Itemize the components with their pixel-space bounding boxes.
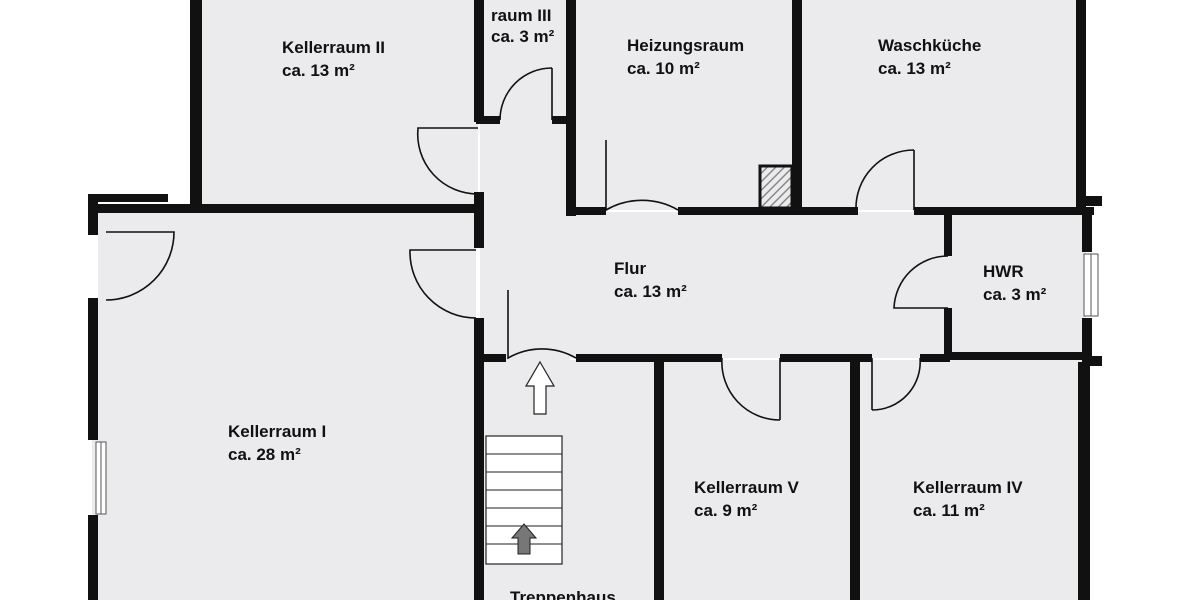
doors	[105, 67, 949, 421]
wall	[780, 354, 872, 362]
door-kellerraum-1-exterior	[105, 231, 175, 301]
floor-waschkueche	[800, 0, 1082, 210]
wall	[566, 0, 576, 216]
wall	[576, 354, 722, 362]
wall	[88, 194, 168, 202]
wall	[1086, 196, 1102, 206]
wall	[944, 308, 952, 356]
wall	[914, 207, 1094, 215]
floor-kellerraum-5	[660, 360, 852, 600]
room-name-flur: Flur	[614, 259, 646, 278]
door-hwr	[893, 255, 949, 309]
room-area-flur: ca. 13 m²	[614, 282, 687, 301]
wall	[792, 0, 802, 214]
room-name-waschkueche: Waschküche	[878, 36, 981, 55]
wall	[474, 318, 484, 600]
room-name-kellerraum-2: Kellerraum II	[282, 38, 385, 57]
windows	[88, 235, 1099, 515]
room-name-kellerraum-5: Kellerraum V	[694, 478, 800, 497]
room-area-kellerraum-1: ca. 28 m²	[228, 445, 301, 464]
chimney-shaft	[758, 164, 794, 210]
floor-kellerraum-1	[92, 212, 476, 600]
floor-kellerraum-3	[480, 0, 568, 120]
room-area-waschkueche: ca. 13 m²	[878, 59, 951, 78]
door-treppenhaus	[507, 290, 577, 360]
door-kellerraum-2	[416, 127, 479, 195]
floor-flur	[480, 212, 950, 358]
wall	[474, 192, 484, 248]
door-heizungsraum	[605, 140, 679, 212]
exterior-door-opening	[88, 235, 98, 298]
wall	[552, 116, 572, 124]
wall	[1082, 212, 1092, 252]
wall	[476, 354, 506, 362]
room-name-kellerraum-3: raum III	[491, 6, 551, 25]
wall	[1078, 362, 1090, 600]
wall	[678, 207, 858, 215]
window-kellerraum-1	[95, 441, 107, 515]
wall	[1076, 0, 1086, 212]
wall	[96, 204, 476, 213]
room-name-treppenhaus: Treppenhaus	[510, 588, 616, 600]
wall	[944, 212, 952, 256]
wall	[1082, 318, 1092, 364]
room-area-hwr: ca. 3 m²	[983, 285, 1047, 304]
door-kellerraum-5	[721, 357, 781, 421]
room-area-kellerraum-2: ca. 13 m²	[282, 61, 355, 80]
door-kellerraum-3	[499, 67, 553, 121]
room-area-kellerraum-5: ca. 9 m²	[694, 501, 758, 520]
walls	[88, 0, 1102, 600]
stairs	[485, 435, 563, 565]
room-area-kellerraum-4: ca. 11 m²	[913, 501, 985, 520]
wall	[850, 362, 860, 600]
wall	[654, 362, 664, 600]
room-name-kellerraum-4: Kellerraum IV	[913, 478, 1023, 497]
wall	[920, 354, 950, 362]
floor-hwr	[948, 212, 1086, 354]
stairs-direction-arrow	[510, 523, 538, 555]
wall	[476, 116, 500, 124]
wall	[566, 207, 606, 215]
room-name-kellerraum-1: Kellerraum I	[228, 422, 326, 441]
wall	[88, 195, 98, 235]
floor-heizungsraum	[574, 0, 794, 210]
wall	[190, 0, 202, 212]
floor-kellerraum-4	[858, 360, 1082, 600]
room-area-kellerraum-3: ca. 3 m²	[491, 27, 555, 46]
wall	[944, 352, 1092, 360]
room-area-heizungsraum: ca. 10 m²	[627, 59, 700, 78]
wall	[88, 298, 98, 440]
wall	[1086, 356, 1102, 366]
room-name-hwr: HWR	[983, 262, 1024, 281]
wall	[88, 515, 98, 600]
door-kellerraum-1	[409, 249, 477, 319]
window-hwr	[1083, 253, 1099, 317]
up-arrow-icon	[524, 360, 556, 415]
wall	[474, 0, 484, 122]
room-labels: Kellerraum II ca. 13 m² raum III ca. 3 m…	[228, 6, 1047, 600]
room-name-heizungsraum: Heizungsraum	[627, 36, 744, 55]
door-waschkueche	[855, 149, 915, 211]
door-kellerraum-4	[871, 357, 921, 411]
